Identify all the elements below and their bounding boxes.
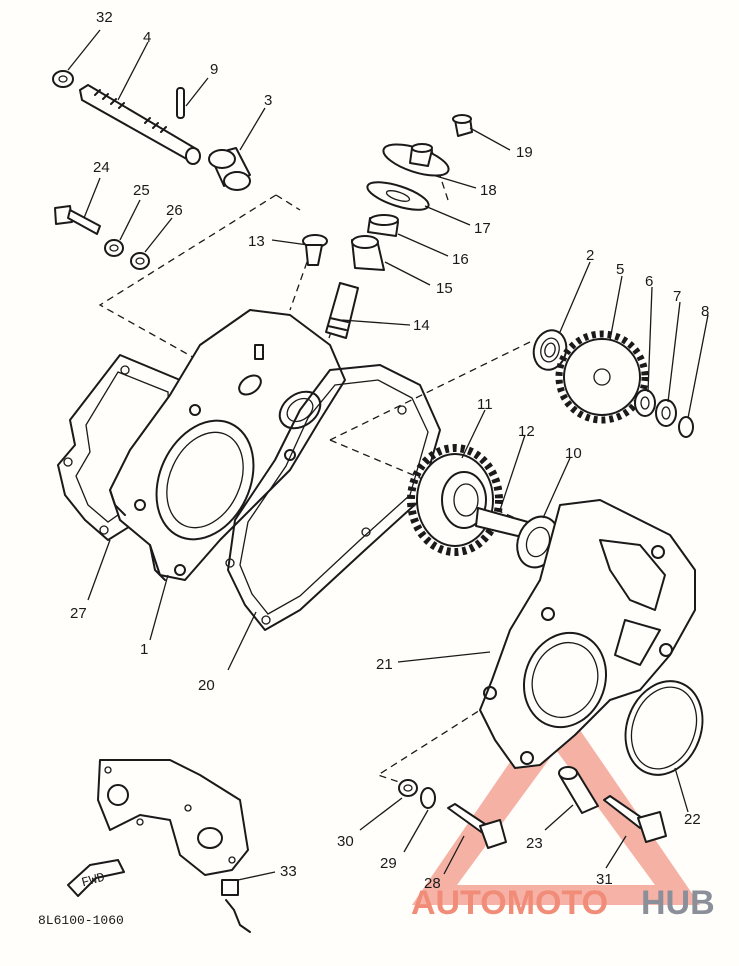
intake-manifold-inset	[97, 759, 249, 876]
callout-15: 15	[436, 280, 453, 297]
callout-31: 31	[596, 871, 613, 888]
bolt-28	[447, 803, 507, 849]
bolt-31	[603, 795, 667, 843]
watermark-word-a: AUTOMOTO	[411, 884, 608, 922]
callout-16: 16	[452, 251, 469, 268]
washer-29	[420, 787, 436, 809]
callout-4: 4	[143, 29, 151, 46]
callout-27: 27	[70, 605, 87, 622]
callout-1: 1	[140, 641, 148, 658]
screw-19	[452, 114, 473, 137]
callout-18: 18	[480, 182, 497, 199]
gear-5	[555, 330, 649, 424]
callout-22: 22	[684, 811, 701, 828]
gasket-17	[366, 181, 430, 211]
gear-11	[407, 444, 503, 556]
callout-9: 9	[210, 61, 218, 78]
leader-lines	[67, 29, 709, 881]
washer-6	[634, 389, 656, 417]
callout-30: 30	[337, 833, 354, 850]
gasket-middle	[225, 364, 441, 631]
cover-21	[479, 499, 696, 769]
hose-clip-33	[221, 879, 251, 933]
oil-seal-16	[367, 214, 399, 237]
callout-11: 11	[477, 396, 493, 413]
callout-25: 25	[133, 182, 150, 199]
callout-17: 17	[474, 220, 491, 237]
callout-32: 32	[96, 9, 113, 26]
circlip-8	[678, 416, 694, 438]
drive-shaft-4	[79, 84, 201, 165]
callout-8: 8	[701, 303, 709, 320]
bushing-15	[351, 235, 385, 271]
callout-3: 3	[264, 92, 272, 109]
callout-23: 23	[526, 835, 543, 852]
callout-12: 12	[518, 423, 535, 440]
cover-plate-18	[382, 143, 450, 177]
washer-7	[655, 399, 677, 427]
callout-21: 21	[376, 656, 393, 673]
washer-26	[130, 252, 150, 270]
watermark-word-b: HUB	[641, 884, 715, 922]
dowel-23	[558, 766, 599, 814]
diagram-code: 8L6100-1060	[38, 913, 124, 928]
callout-28: 28	[424, 875, 441, 892]
o-ring-22	[624, 680, 704, 776]
gear-shaft-14	[325, 282, 359, 339]
callout-13: 13	[248, 233, 265, 250]
callout-19: 19	[516, 144, 533, 161]
watermark-triangle	[412, 695, 700, 905]
washer-30	[398, 779, 418, 797]
main-housing	[109, 309, 346, 581]
callout-labels: 32 4 9 3 24 25 26 13 14 15 16 17 18 19 2…	[70, 9, 709, 892]
bolt-24	[54, 205, 101, 235]
spring-washer-25	[104, 239, 124, 257]
washer-32	[52, 70, 74, 88]
callout-10: 10	[565, 445, 582, 462]
callout-26: 26	[166, 202, 183, 219]
bushing-3	[208, 147, 251, 191]
callout-2: 2	[586, 247, 594, 264]
screw-13	[302, 234, 328, 266]
callout-33: 33	[280, 863, 297, 880]
callout-5: 5	[616, 261, 624, 278]
callout-20: 20	[198, 677, 215, 694]
fwd-arrow	[67, 859, 125, 897]
fwd-label: FWD	[80, 870, 107, 891]
watermark-logo: AUTOMOTO HUB	[411, 884, 715, 922]
bearing-2	[532, 329, 568, 371]
callout-24: 24	[93, 159, 110, 176]
callout-6: 6	[645, 273, 653, 290]
callout-14: 14	[413, 317, 430, 334]
pin-9	[176, 87, 185, 119]
callout-7: 7	[673, 288, 681, 305]
callout-29: 29	[380, 855, 397, 872]
